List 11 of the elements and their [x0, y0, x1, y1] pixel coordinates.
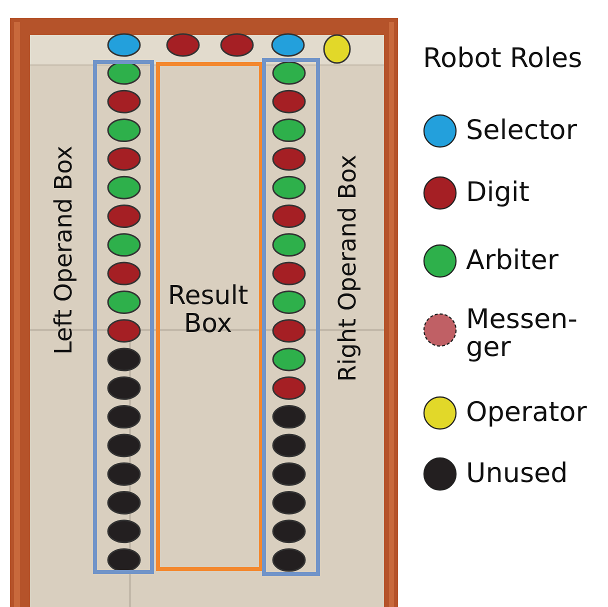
legend-label: Unused — [466, 460, 569, 488]
legend-title: Robot Roles — [423, 45, 582, 74]
box-label: Left Operand Box — [50, 146, 76, 355]
box-label: Result Box — [166, 282, 250, 339]
legend-label: Selector — [466, 117, 578, 146]
result-box — [156, 62, 263, 571]
legend-label: Operator — [466, 399, 588, 428]
legend-label: Digit — [466, 179, 531, 208]
legend-label: Arbiter — [466, 247, 560, 276]
box-label: Right Operand Box — [334, 154, 360, 382]
legend-label: Messen- ger — [466, 306, 579, 363]
